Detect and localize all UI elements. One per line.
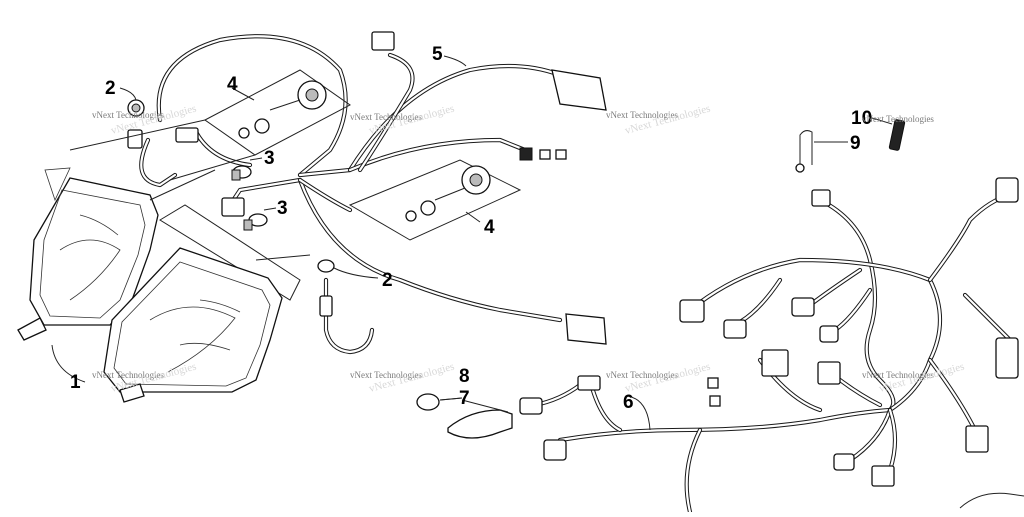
callout-9: 9: [850, 133, 861, 154]
callout-3-lower: 3: [277, 198, 288, 219]
leader-lines: [51, 55, 893, 431]
watermark: vNext Technologies: [92, 110, 164, 120]
harness-5: [127, 31, 607, 345]
harness-6: [519, 177, 1024, 515]
callout-5: 5: [432, 44, 443, 65]
watermark: vNext Technologies: [92, 370, 164, 380]
callout-2-lower: 2: [382, 270, 393, 291]
callout-1: 1: [70, 372, 81, 393]
watermark: vNext Technologies: [606, 370, 678, 380]
watermark: vNext Technologies: [350, 112, 422, 122]
callout-10: 10: [851, 108, 872, 129]
watermark: vNext Technologies: [862, 370, 934, 380]
watermark: vNext Technologies: [350, 370, 422, 380]
callout-8: 8: [459, 366, 470, 387]
bulbs-3: [231, 165, 268, 231]
parts-7-8: [416, 393, 513, 439]
parts-9-10: [795, 119, 906, 173]
callout-3-upper: 3: [264, 148, 275, 169]
bulb-assembly-lower: [348, 159, 522, 241]
sockets-2: [127, 99, 375, 355]
callout-labels: 1 2 2 3 3 4 4 5 6 7 8 9 10: [70, 44, 872, 413]
headlight-right: [103, 169, 311, 403]
callout-2-upper: 2: [105, 78, 116, 99]
callout-6: 6: [623, 392, 634, 413]
callout-4-lower: 4: [484, 217, 495, 238]
callout-4-upper: 4: [227, 74, 238, 95]
callout-7: 7: [459, 388, 470, 409]
bulb-assembly-upper: [69, 69, 351, 181]
watermark: vNext Technologies: [862, 114, 934, 124]
watermark: vNext Technologies: [606, 110, 678, 120]
